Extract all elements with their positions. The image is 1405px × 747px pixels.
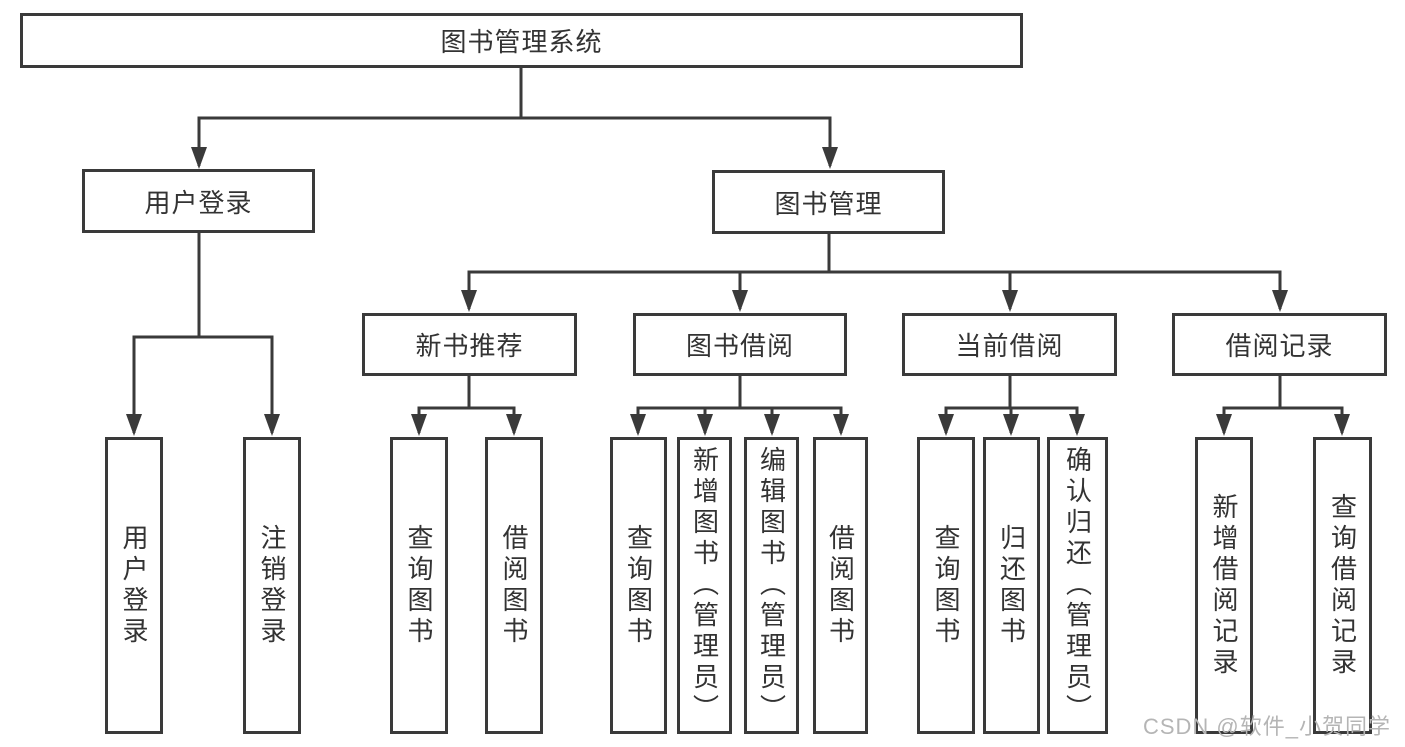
leaf-bb-edit-books-admin-label: 编辑图书（管理员） [756,446,787,725]
leaf-cb-confirm-return-admin-label: 确认归还（管理员） [1062,446,1093,725]
leaf-br-query-record: 查询借阅记录 [1313,437,1372,734]
node-new-book-recommend: 新书推荐 [362,313,577,376]
leaf-logout-label: 注销登录 [257,523,287,648]
connector-lines [132,66,1344,433]
leaf-bb-borrow-books: 借阅图书 [813,437,868,734]
leaf-cb-query-books-label: 查询图书 [931,523,961,648]
leaf-br-add-record-label: 新增借阅记录 [1209,492,1239,679]
leaf-br-query-record-label: 查询借阅记录 [1327,492,1358,679]
leaf-user-login: 用户登录 [105,437,163,734]
node-book-borrowing-label: 图书借阅 [685,331,794,361]
leaf-nbr-query-books: 查询图书 [390,437,448,734]
leaf-user-login-label: 用户登录 [119,523,149,648]
leaf-nbr-borrow-books: 借阅图书 [485,437,543,734]
node-book-management: 图书管理 [712,170,945,234]
leaf-bb-add-books-admin: 新增图书（管理员） [677,437,732,734]
csdn-watermark: CSDN @软件_小贺同学 [1142,714,1391,739]
leaf-nbr-query-books-label: 查询图书 [404,523,434,648]
leaf-cb-return-books-label: 归还图书 [996,523,1027,648]
leaf-bb-query-books: 查询图书 [610,437,667,734]
node-user-login-branch: 用户登录 [82,169,315,233]
leaf-cb-return-books: 归还图书 [983,437,1040,734]
leaf-bb-edit-books-admin: 编辑图书（管理员） [744,437,799,734]
leaf-bb-borrow-books-label: 借阅图书 [825,523,856,648]
node-borrow-records: 借阅记录 [1172,313,1387,376]
node-library-system: 图书管理系统 [20,13,1023,68]
node-new-book-recommend-label: 新书推荐 [415,331,524,361]
node-book-borrowing: 图书借阅 [633,313,847,376]
leaf-logout: 注销登录 [243,437,301,734]
arrowheads [126,147,1350,436]
node-book-management-label: 图书管理 [774,188,883,219]
leaf-cb-query-books: 查询图书 [917,437,975,734]
leaf-nbr-borrow-books-label: 借阅图书 [499,523,529,648]
node-current-borrowing: 当前借阅 [902,313,1117,376]
leaf-bb-add-books-admin-label: 新增图书（管理员） [689,446,720,725]
leaf-bb-query-books-label: 查询图书 [623,523,654,648]
node-borrow-records-label: 借阅记录 [1225,331,1334,361]
node-current-borrowing-label: 当前借阅 [955,331,1064,361]
leaf-br-add-record: 新增借阅记录 [1195,437,1253,734]
node-library-system-label: 图书管理系统 [440,27,603,57]
leaf-cb-confirm-return-admin: 确认归还（管理员） [1047,437,1108,734]
node-user-login-branch-label: 用户登录 [144,187,253,218]
